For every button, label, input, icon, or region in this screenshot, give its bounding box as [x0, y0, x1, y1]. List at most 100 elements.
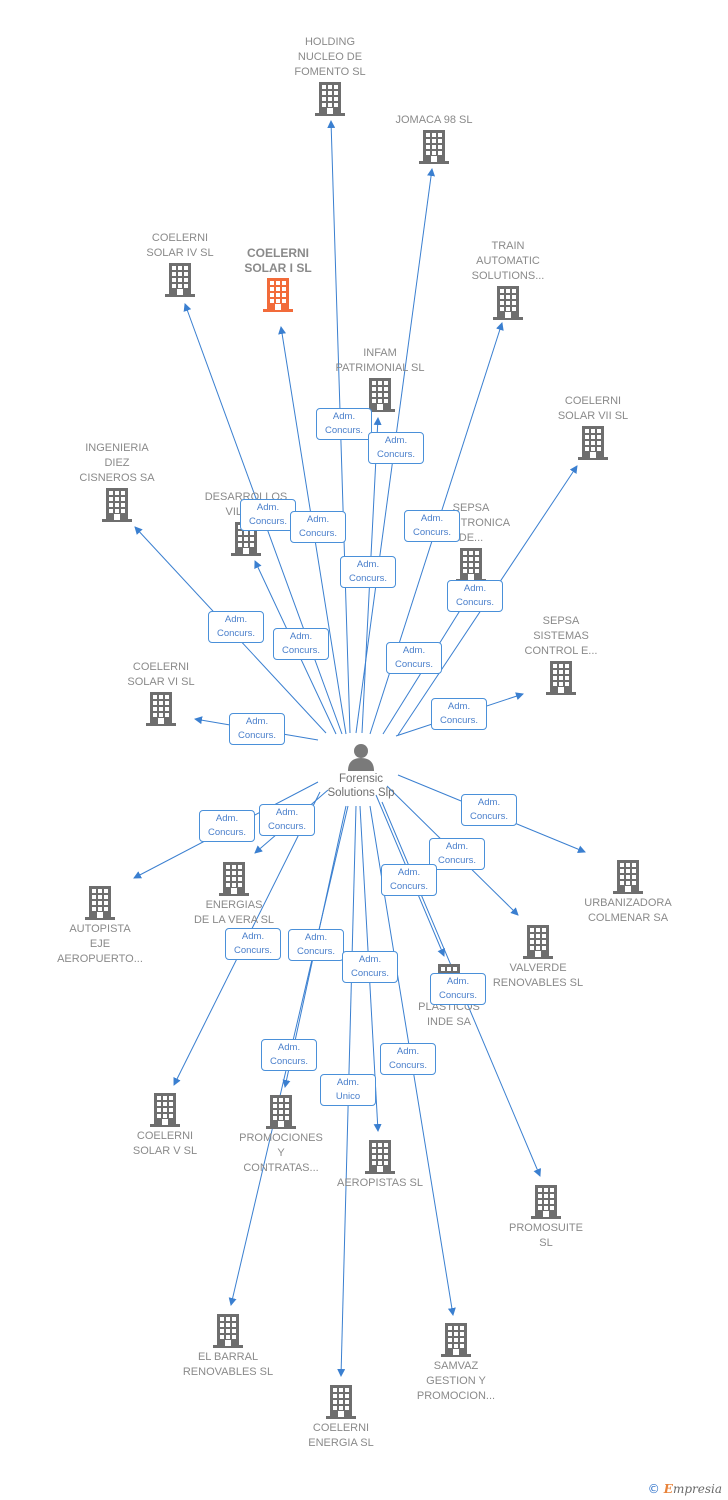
company-node-aeropistas[interactable]: AEROPISTAS SL: [305, 1140, 455, 1191]
relation-badge[interactable]: Adm.Concurs.: [461, 794, 517, 826]
relation-badge[interactable]: Adm.Concurs.: [342, 951, 398, 983]
building-icon[interactable]: [153, 1314, 303, 1348]
company-label[interactable]: JOMACA 98 SL: [359, 113, 509, 128]
relation-badge[interactable]: Adm.Concurs.: [208, 611, 264, 643]
building-icon[interactable]: [486, 661, 636, 695]
company-label[interactable]: AEROPISTAS SL: [305, 1176, 455, 1191]
building-icon[interactable]: [203, 278, 353, 312]
relation-badge[interactable]: Adm.Concurs.: [225, 928, 281, 960]
relation-badge[interactable]: Adm.Concurs.: [447, 580, 503, 612]
company-label-line: PROMOSUITE: [509, 1222, 583, 1234]
relation-badge-line: Concurs.: [455, 597, 494, 608]
relation-badge[interactable]: Adm.Concurs.: [273, 628, 329, 660]
building-icon[interactable]: [471, 1185, 621, 1219]
company-label-line: HOLDING: [304, 36, 356, 48]
relation-badge[interactable]: Adm.Concurs.: [430, 973, 486, 1005]
relation-badge[interactable]: Adm.Concurs.: [288, 929, 344, 961]
relation-badge[interactable]: Adm.Concurs.: [259, 804, 315, 836]
relation-badge[interactable]: Adm.Concurs.: [340, 556, 396, 588]
building-icon[interactable]: [463, 925, 613, 959]
relation-badge[interactable]: Adm.Concurs.: [429, 838, 485, 870]
building-icon[interactable]: [381, 1323, 531, 1357]
relation-badge[interactable]: Adm.Concurs.: [404, 510, 460, 542]
building-icon[interactable]: [266, 1385, 416, 1419]
company-label-line: SOLAR I SL: [244, 261, 312, 275]
building-icon[interactable]: [553, 860, 703, 894]
relation-badge-line: Concurs.: [394, 659, 433, 670]
relation-badge[interactable]: Adm.Concurs.: [386, 642, 442, 674]
building-icon[interactable]: [206, 1095, 356, 1129]
building-icon[interactable]: [359, 130, 509, 164]
relation-badge[interactable]: Adm.Concurs.: [368, 432, 424, 464]
relation-badge-line: Concurs.: [348, 573, 387, 584]
building-icon[interactable]: [396, 548, 546, 582]
relation-badge[interactable]: Adm.Concurs.: [290, 511, 346, 543]
relation-badge[interactable]: Adm.Concurs.: [229, 713, 285, 745]
company-label-line: CONTROL E...: [524, 645, 598, 657]
building-icon[interactable]: [433, 286, 583, 320]
relation-badge[interactable]: Adm.Concurs.: [261, 1039, 317, 1071]
relation-badge-line: Adm.: [446, 976, 470, 987]
footer-brand[interactable]: ©Empresia: [648, 1482, 722, 1496]
building-icon[interactable]: [25, 886, 175, 920]
center-person-node[interactable]: Forensic Solutions Slp: [301, 742, 421, 800]
building-icon[interactable]: [86, 692, 236, 726]
company-node-jomaca-98[interactable]: JOMACA 98 SL: [359, 113, 509, 164]
relation-badge[interactable]: Adm.Unico: [320, 1074, 376, 1106]
relation-badge[interactable]: Adm.Concurs.: [381, 864, 437, 896]
relation-badge[interactable]: Adm.Concurs.: [316, 408, 372, 440]
building-icon[interactable]: [305, 1140, 455, 1174]
building-icon[interactable]: [42, 488, 192, 522]
relation-badge-line: Concurs.: [233, 945, 272, 956]
building-icon[interactable]: [255, 82, 405, 116]
building-icon[interactable]: [518, 426, 668, 460]
relation-badge[interactable]: Adm.Concurs.: [199, 810, 255, 842]
building-icon[interactable]: [90, 1093, 240, 1127]
building-icon[interactable]: [159, 862, 309, 896]
building-icon[interactable]: [105, 263, 255, 297]
company-label-line: COELERNI: [132, 661, 190, 673]
relation-badge[interactable]: Adm.Concurs.: [240, 499, 296, 531]
relation-badge[interactable]: Adm.Concurs.: [431, 698, 487, 730]
building-icon[interactable]: [305, 378, 455, 412]
relation-badge[interactable]: Adm.Concurs.: [380, 1043, 436, 1075]
